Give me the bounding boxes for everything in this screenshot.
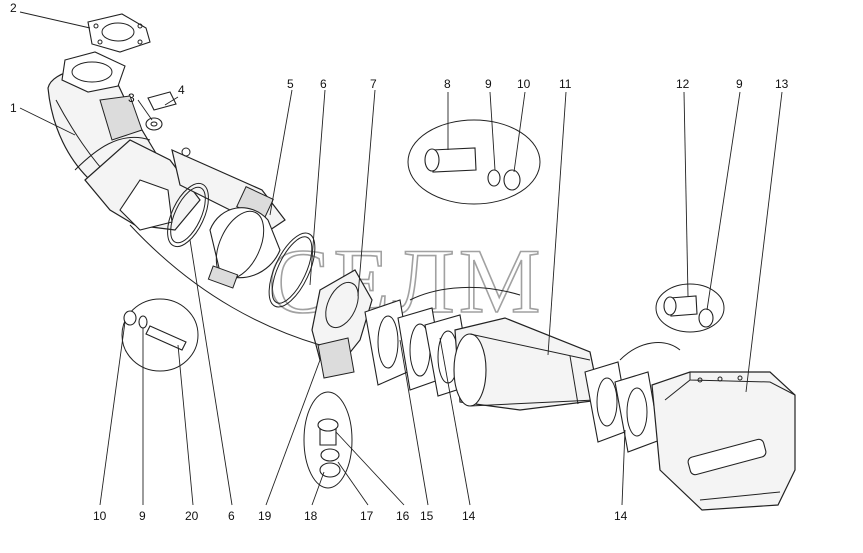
- assembly-outline-right: [619, 342, 681, 361]
- assembly-outline-left: [129, 224, 321, 346]
- callout-16: 16: [396, 509, 410, 523]
- clamp-part-5: [171, 147, 286, 231]
- callout-19: 19: [258, 509, 272, 523]
- callout-17: 17: [360, 509, 374, 523]
- callout-9-bottom: 9: [139, 509, 146, 523]
- nut-part-3: [145, 117, 163, 131]
- callout-10-top: 10: [517, 77, 531, 91]
- pipe-part-11: [453, 317, 601, 411]
- callout-2: 2: [10, 1, 17, 15]
- callout-6-bottom: 6: [228, 509, 235, 523]
- callout-8: 8: [444, 77, 451, 91]
- callout-20: 20: [185, 509, 199, 523]
- fastener-inset-bottom: [303, 391, 353, 489]
- callout-18: 18: [304, 509, 318, 523]
- leader-lines: [19, 11, 783, 506]
- callout-9-top: 9: [485, 77, 492, 91]
- callout-5: 5: [287, 77, 294, 91]
- seal-ring-part-6a: [167, 182, 209, 248]
- callout-15: 15: [420, 509, 434, 523]
- gasket-part-2: [87, 13, 151, 53]
- callout-6-top: 6: [320, 77, 327, 91]
- callout-12: 12: [676, 77, 690, 91]
- callout-11: 11: [559, 77, 572, 91]
- callout-3: 3: [128, 91, 135, 105]
- muffler-part-13: [651, 371, 796, 511]
- callout-13: 13: [775, 77, 789, 91]
- fastener-inset-right: [655, 283, 725, 333]
- fastener-inset-top: [407, 119, 541, 205]
- flange-adapter-part-7: [311, 269, 373, 379]
- bolt-part-4: [147, 91, 177, 111]
- callout-4: 4: [178, 83, 185, 97]
- clamp-band: [207, 207, 281, 289]
- callout-14-mid: 14: [462, 509, 476, 523]
- callout-9-right: 9: [736, 77, 743, 91]
- callout-7: 7: [370, 77, 377, 91]
- callout-14-right: 14: [614, 509, 628, 523]
- fastener-inset-left: [121, 298, 199, 372]
- seal-ring-part-6b: [268, 232, 316, 308]
- pipe-section: [84, 139, 201, 231]
- callout-1: 1: [10, 101, 17, 115]
- callout-10-bottom: 10: [93, 509, 107, 523]
- assembly-outline-mid: [409, 286, 521, 301]
